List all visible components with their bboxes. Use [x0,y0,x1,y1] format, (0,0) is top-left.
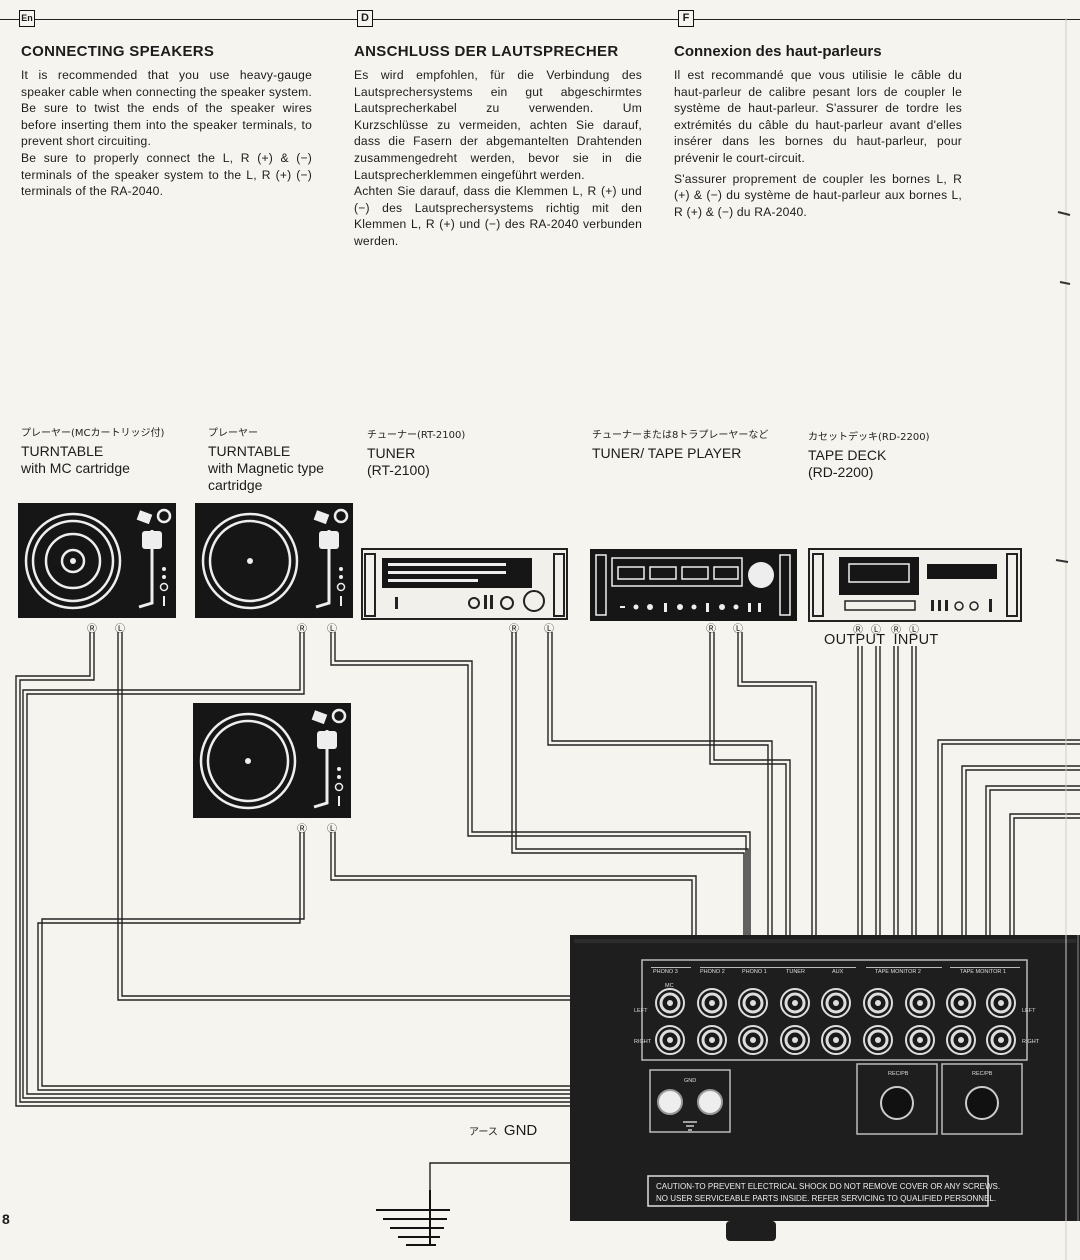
tape-deck-jack-labels: OUTPUT INPUT [824,632,939,648]
device-label-tuner: チューナー(RT-2100) TUNER (RT-2100) [367,430,466,478]
lang-badge-f: F [678,10,694,27]
channel-r-tt1: Ⓡ [87,624,97,635]
channel-r-deck-in: Ⓡ [891,625,901,636]
section-english: CONNECTING SPEAKERS It is recommended th… [21,43,312,200]
channel-l-player: Ⓛ [733,624,743,635]
lang-badge-en: En [19,10,35,27]
channel-l-tt3: Ⓛ [327,824,337,835]
label-phono3: PHONO 3 [653,969,678,975]
section-title-en: CONNECTING SPEAKERS [21,43,215,60]
channel-l-deck-in: Ⓛ [909,625,919,636]
lang-rule-en [0,19,340,20]
paragraph-en-1: It is recommended that you use heavy-gau… [21,68,312,149]
paragraph-de-2: Achten Sie darauf, dass die Klemmen L, R… [354,184,642,248]
section-title-de: ANSCHLUSS DER LAUTSPRECHER [354,43,619,60]
label-amp-gnd: GND [684,1078,696,1084]
channel-r-deck-out: Ⓡ [853,625,863,636]
device-label-turntable-mc: プレーヤー(MCカートリッジ付) TURNTABLE with MC cartr… [21,428,165,476]
margin-marks [1055,18,1071,1260]
tuner-image [361,548,568,620]
ground-label-en: GND [503,1122,538,1139]
ground-label: アース GND [469,1122,537,1139]
section-title-fr: Connexion des haut-parleurs [674,43,882,60]
section-french: Connexion des haut-parleurs Il est recom… [674,43,962,220]
channel-r-tt3: Ⓡ [297,824,307,835]
device-label-tuner-tape-player: チューナーまたは8トラプレーヤーなど TUNER/ TAPE PLAYER [592,430,769,461]
paragraph-de-1: Es wird empfohlen, für die Verbindung de… [354,68,642,182]
output-label: OUTPUT [824,632,886,648]
paragraph-en-2: Be sure to properly connect the L, R (+)… [21,150,312,199]
paragraph-fr-2: S'assurer proprement de coupler les born… [674,171,962,219]
section-german: ANSCHLUSS DER LAUTSPRECHER Es wird empfo… [354,43,642,250]
label-tape-monitor-1: TAPE MONITOR 1 [960,969,1006,975]
label-mc: MC [665,983,674,989]
label-right: RIGHT [1022,1039,1040,1045]
device-label-tape-deck: カセットデッキ(RD-2200) TAPE DECK (RD-2200) [808,432,930,480]
label-phono1: PHONO 1 [742,969,767,975]
lang-rule-d [340,19,670,20]
label-left-phono: LEFT [634,1008,648,1014]
earth-ground-symbol [376,1190,450,1246]
channel-l-tt1: Ⓛ [115,624,125,635]
caution-line-2: NO USER SERVICEABLE PARTS INSIDE. REFER … [656,1194,996,1203]
cable-runs [15,632,1080,1208]
device-label-turntable-magnetic: プレーヤー TURNTABLE with Magnetic type cartr… [208,428,324,493]
turntable-mc-image [16,501,178,620]
turntable-magnetic-image [193,501,355,620]
input-label: INPUT [893,632,939,648]
label-phono2: PHONO 2 [700,969,725,975]
label-left: LEFT [1022,1008,1036,1014]
channel-l-tuner: Ⓛ [544,624,554,635]
label-tape-monitor-2: TAPE MONITOR 2 [875,969,921,975]
amplifier-rear-panel: PHONO 3 PHONO 2 PHONO 1 TUNER AUX TAPE M… [570,935,1080,1241]
channel-l-deck-out: Ⓛ [871,625,881,636]
label-aux: AUX [832,969,844,975]
turntable-third-image [191,701,353,820]
channel-r-tt2: Ⓡ [297,624,307,635]
page-number: 8 [2,1211,10,1227]
caution-line-1: CAUTION-TO PREVENT ELECTRICAL SHOCK DO N… [656,1182,1000,1191]
channel-r-player: Ⓡ [706,624,716,635]
label-rec-pb-2: REC/PB [888,1071,909,1077]
channel-r-tuner: Ⓡ [509,624,519,635]
tuner-tape-player-image [590,549,797,621]
label-rec-pb-1: REC/PB [972,1071,993,1077]
label-right-phono: RIGHT [634,1039,652,1045]
paragraph-fr-1: Il est recommandé que vous utilisie le c… [674,68,962,165]
channel-l-tt2: Ⓛ [327,624,337,635]
lang-rule-f [670,19,1080,20]
tape-deck-image [808,548,1022,622]
lang-badge-d: D [357,10,373,27]
ground-label-jp: アース [469,1127,498,1138]
label-tuner: TUNER [786,969,805,975]
